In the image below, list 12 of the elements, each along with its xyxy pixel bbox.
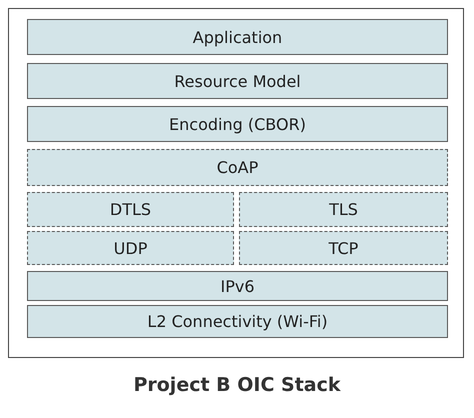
layer-box: L2 Connectivity (Wi-Fi): [27, 305, 448, 338]
stack-frame: [8, 8, 464, 358]
layer-box: TLS: [239, 192, 448, 227]
layer-box: Application: [27, 19, 448, 55]
layer-box: CoAP: [27, 149, 448, 186]
caption: Project B OIC Stack: [132, 374, 342, 396]
layer-box: Encoding (CBOR): [27, 106, 448, 142]
layer-box: UDP: [27, 231, 234, 265]
layer-box: Resource Model: [27, 63, 448, 99]
layer-box: DTLS: [27, 192, 234, 227]
layer-box: IPv6: [27, 271, 448, 301]
layer-box: TCP: [239, 231, 448, 265]
